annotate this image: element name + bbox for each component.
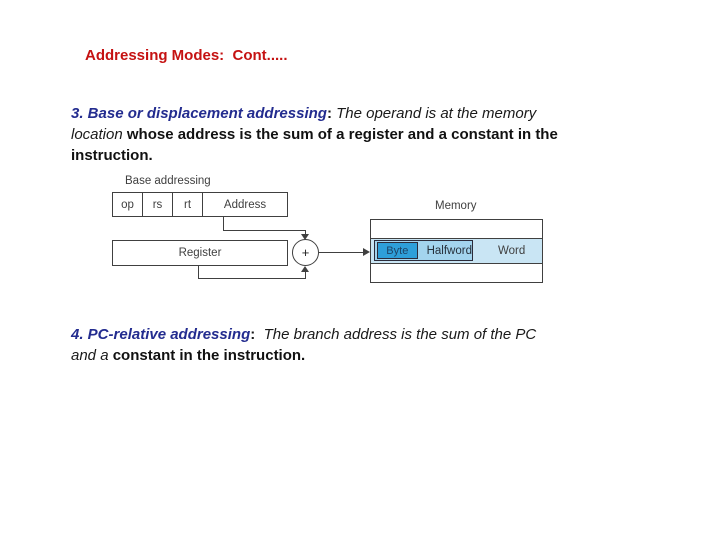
field-op: op (113, 193, 143, 216)
memory-label: Memory (435, 200, 477, 212)
register-box: Register (112, 240, 288, 266)
pc-relative-heading: 4. PC-relative addressing (71, 326, 251, 343)
field-rs: rs (143, 193, 173, 216)
base-addressing-colon: : (326, 105, 337, 122)
address-to-adder-line (305, 230, 306, 235)
pc-relative-colon: : (250, 326, 264, 343)
paragraph-base-addressing: 3. Base or displacement addressing: The … (71, 103, 583, 166)
pc-relative-bold-text: constant in the instruction. (112, 347, 306, 364)
register-drop-line (198, 266, 199, 279)
halfword-label: Halfword (426, 244, 472, 257)
address-drop-line (223, 217, 224, 230)
base-addressing-heading: 3. Base or displacement addressing (71, 105, 327, 122)
arrow-up-icon (301, 266, 309, 272)
arrow-down-icon (301, 234, 309, 240)
adder-to-memory-line (319, 252, 364, 253)
page-title: Addressing Modes: Cont..... (85, 47, 288, 64)
base-addressing-bold-text: whose address is the sum of a register a… (71, 126, 558, 164)
memory-box: Byte Halfword Word (370, 219, 543, 283)
field-rt: rt (173, 193, 203, 216)
memory-row-empty-top (371, 220, 542, 238)
base-addressing-italic-text: The operand is at the memory location (71, 105, 537, 143)
register-horizontal-line (198, 278, 306, 279)
arrow-right-icon (363, 248, 370, 256)
field-address: Address (223, 198, 267, 211)
paragraph-pc-relative: 4. PC-relative addressing: The branch ad… (71, 324, 583, 366)
word-label: Word (498, 245, 526, 257)
address-horizontal-line (223, 230, 306, 231)
adder-circle: + (292, 239, 319, 266)
halfword-cell: Byte Halfword (374, 240, 473, 261)
instruction-format-row: op rs rt Address (112, 192, 288, 217)
byte-cell: Byte (377, 242, 418, 259)
register-to-adder-line (305, 272, 306, 278)
memory-row-data: Byte Halfword Word (371, 238, 542, 264)
pc-relative-italic-text: The branch address is the sum of the PC … (71, 326, 537, 364)
diagram-title: Base addressing (125, 175, 211, 187)
memory-row-empty-bottom (371, 264, 542, 282)
